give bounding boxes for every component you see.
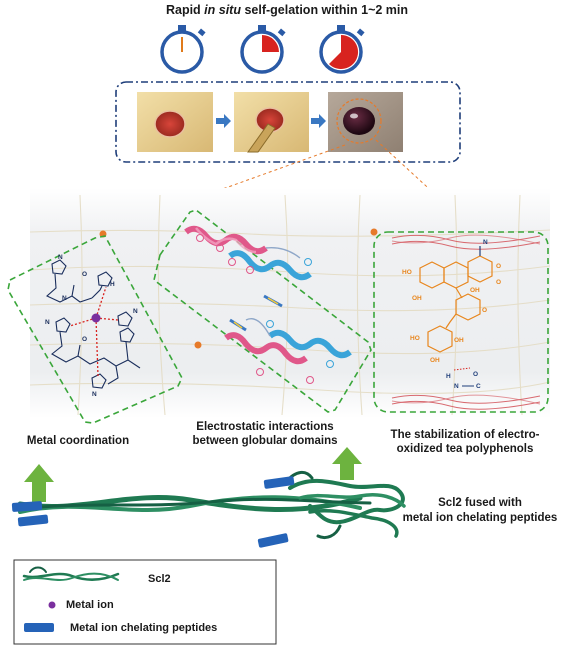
hbond-line	[453, 367, 471, 371]
svg-text:N: N	[62, 295, 67, 302]
arrow-right-icon-1	[216, 114, 231, 128]
label-scl2-fused-line2: metal ion chelating peptides	[403, 512, 558, 524]
svg-text:OH: OH	[454, 337, 464, 344]
helix-lower-right	[224, 318, 352, 365]
metal-coordination-molecule	[46, 259, 141, 389]
fiber-top	[391, 234, 541, 250]
timer-icon-1	[160, 25, 206, 74]
charge-symbols	[196, 234, 334, 384]
label-metal-coordination: Metal coordination	[27, 435, 129, 447]
svg-text:O: O	[82, 336, 87, 343]
helix-upper-left	[184, 225, 312, 281]
svg-text:N: N	[58, 254, 63, 261]
photo-panel-frame	[115, 81, 461, 163]
svg-text:H: H	[110, 281, 115, 288]
svg-text:O: O	[473, 371, 478, 378]
svg-text:C: C	[476, 383, 481, 390]
svg-text:O: O	[496, 263, 501, 270]
up-arrow-icon-right	[332, 447, 362, 480]
label-electrostatic-line1: Electrostatic interactions	[196, 421, 333, 433]
svg-text:N: N	[133, 308, 138, 315]
legend-peptide-label: Metal ion chelating peptides	[70, 622, 217, 634]
legend-metal-ion-icon	[48, 601, 56, 609]
label-stabilization-line2: oxidized tea polyphenols	[397, 443, 534, 455]
label-stabilization-line1: The stabilization of electro-	[391, 429, 540, 441]
svg-text:OH: OH	[412, 295, 422, 302]
polyphenol-atom-labels: HO OH O O OH O HO OH OH	[402, 263, 501, 364]
wound-photo-3	[328, 92, 403, 152]
legend-scl2-icon	[22, 566, 120, 581]
legend-scl2-label: Scl2	[148, 573, 171, 585]
interaction-arrows	[229, 294, 283, 332]
metal-coordination-panel	[7, 235, 183, 424]
svg-text:HO: HO	[402, 269, 412, 276]
amide-linkage-labels: N H N C O	[446, 239, 488, 390]
network-node-2	[194, 341, 202, 349]
scl2-protein	[17, 471, 406, 540]
electrostatic-panel	[153, 209, 372, 413]
metal-ion-dot	[91, 313, 101, 323]
svg-text:OH: OH	[470, 287, 480, 294]
label-scl2-fused-line1: Scl2 fused with	[438, 497, 522, 509]
polyphenol-panel	[373, 231, 549, 413]
title: Rapid in situ self-gelation within 1~2 m…	[166, 3, 408, 17]
svg-text:OH: OH	[430, 357, 440, 364]
svg-text:N: N	[92, 391, 97, 398]
svg-text:O: O	[496, 279, 501, 286]
coordination-bonds	[69, 286, 119, 377]
timer-icon-3	[319, 25, 365, 74]
fiber-bottom	[391, 394, 541, 410]
timer-icon-2	[240, 25, 286, 74]
legend-metal-ion-label: Metal ion	[66, 599, 114, 611]
wound-photo-2	[234, 92, 309, 153]
svg-text:HO: HO	[410, 335, 420, 342]
svg-text:N: N	[45, 319, 50, 326]
up-arrow-icon-left	[24, 464, 54, 502]
svg-text:N: N	[454, 383, 459, 390]
label-electrostatic-line2: between globular domains	[192, 435, 337, 447]
svg-text:O: O	[482, 307, 487, 314]
svg-text:H: H	[446, 373, 451, 380]
svg-text:O: O	[82, 271, 87, 278]
svg-text:N: N	[483, 239, 488, 246]
polyphenol-molecule	[419, 246, 493, 353]
legend-peptide-icon	[24, 623, 54, 632]
zoom-line-right	[375, 139, 451, 209]
wound-photo-1	[137, 92, 213, 152]
arrow-right-icon-2	[311, 114, 326, 128]
chelating-peptides	[11, 476, 295, 548]
network-node-3	[370, 228, 378, 236]
metal-coordination-atom-labels: N O H N O N N N	[45, 254, 138, 398]
